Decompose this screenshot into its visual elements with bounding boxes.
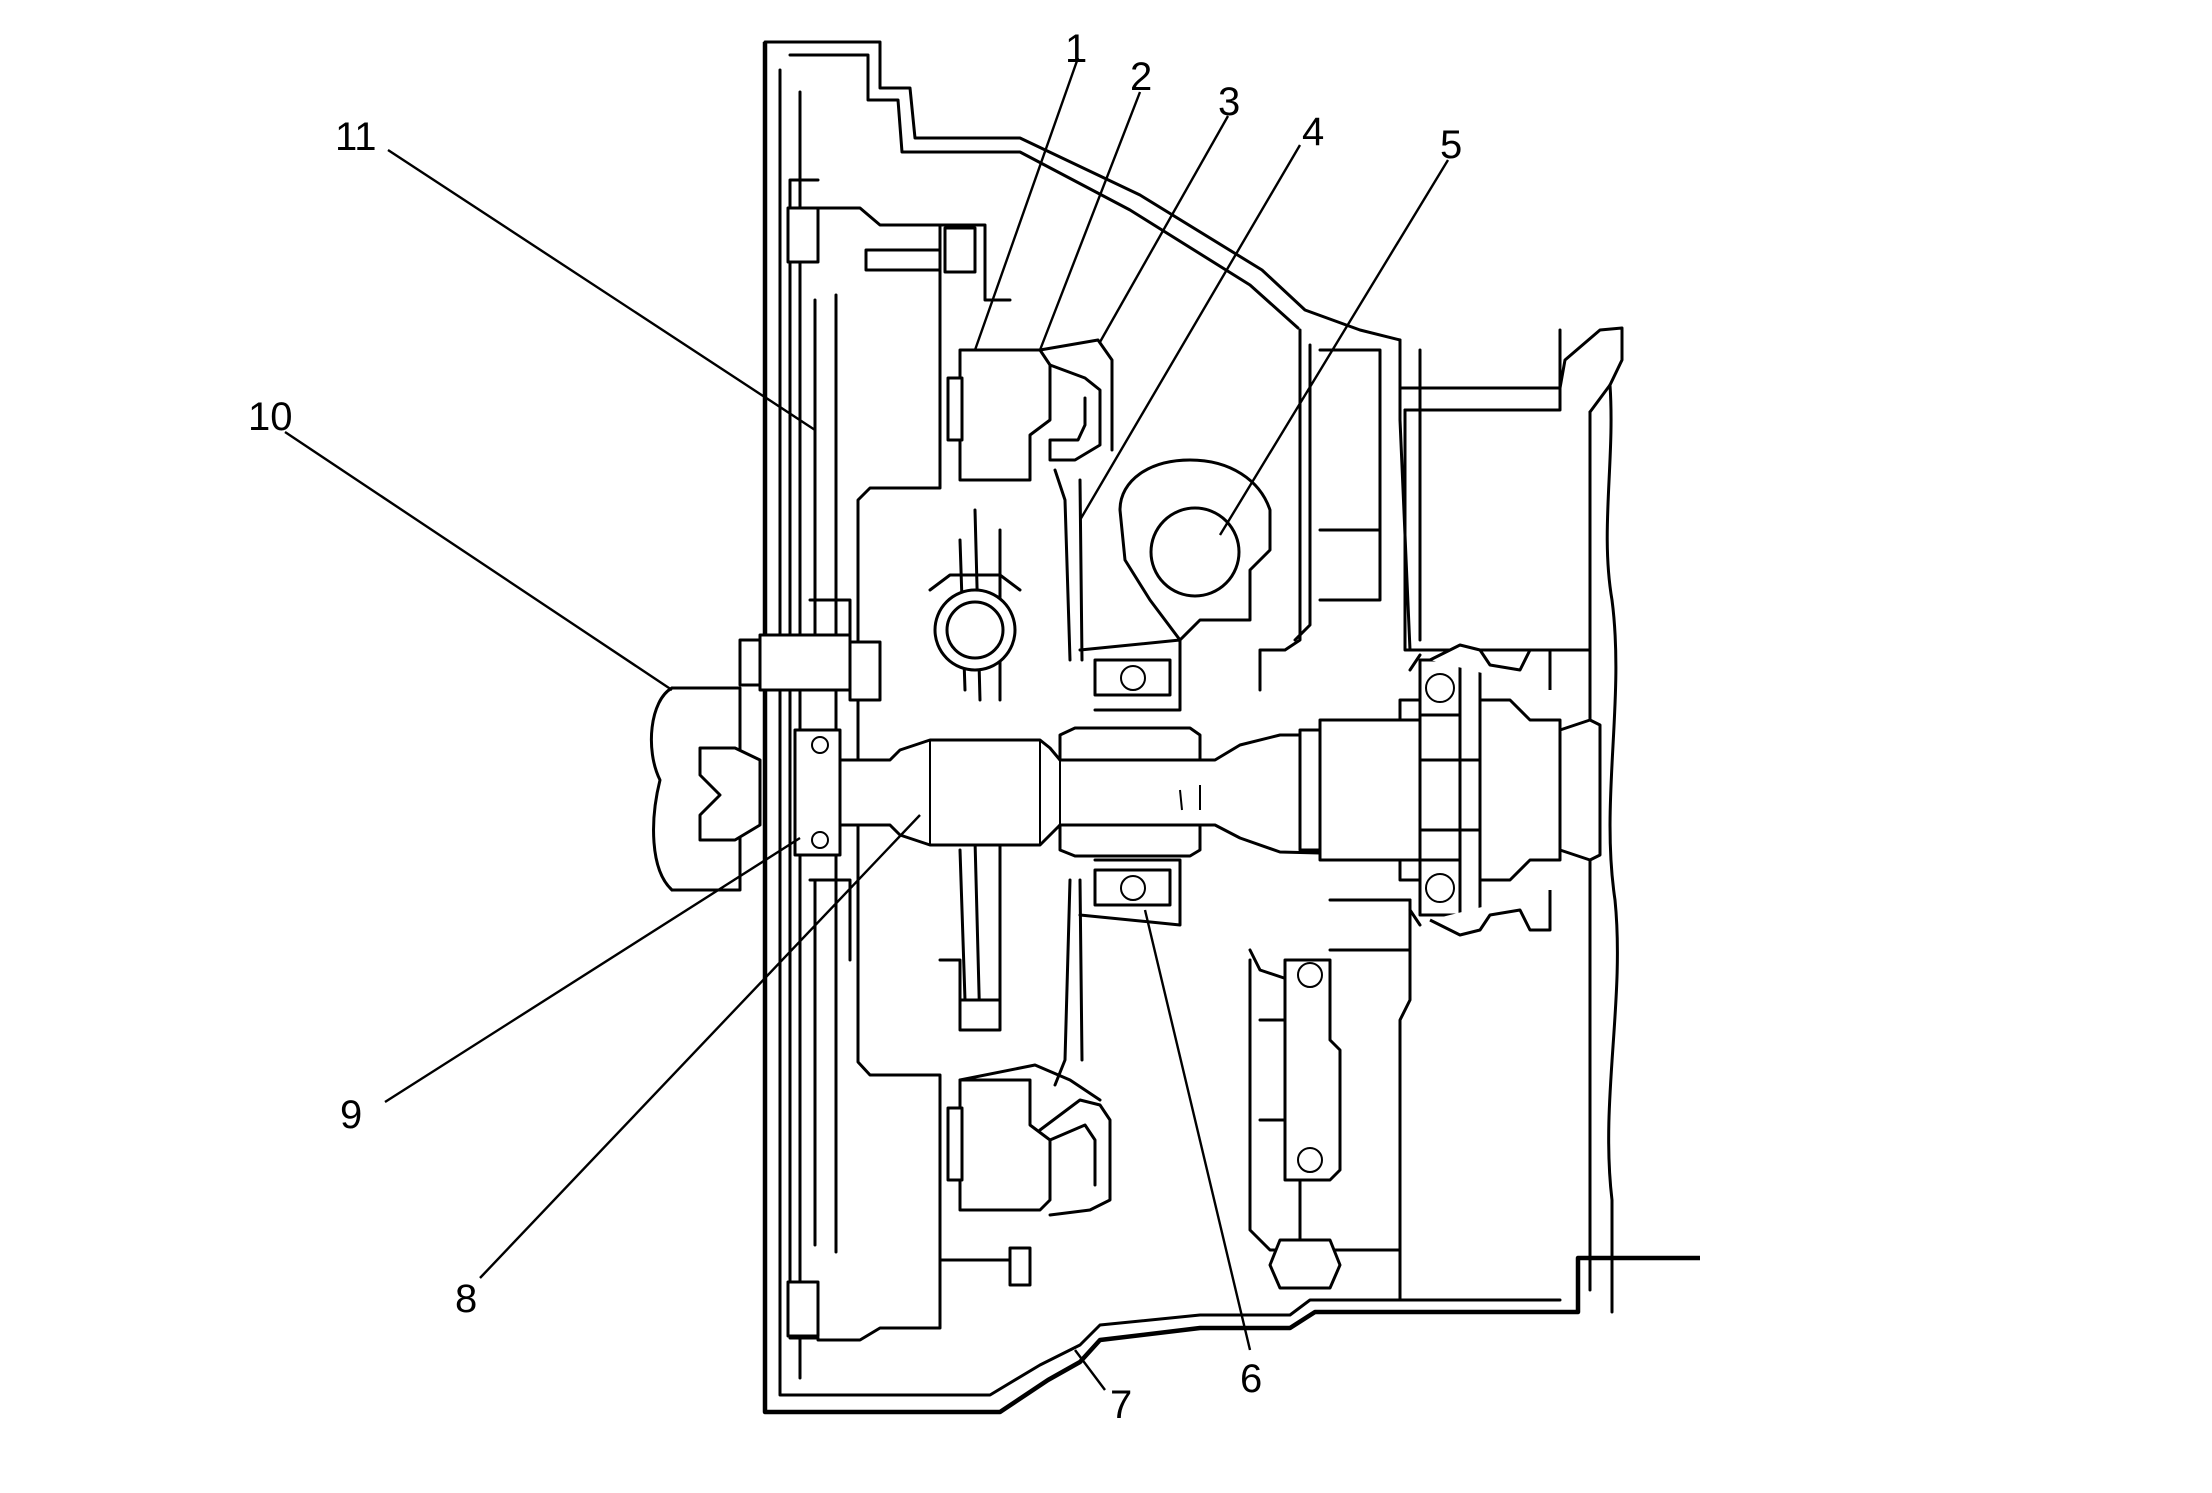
release-fork-pivot <box>1118 458 1272 642</box>
clutch-disc <box>928 508 1022 1032</box>
callout-8: 8 <box>455 1277 477 1321</box>
leader-8 <box>479 814 921 1279</box>
callout-5: 5 <box>1440 123 1462 167</box>
input-shaft <box>793 726 1402 858</box>
callout-11: 11 <box>335 115 377 159</box>
leader-7 <box>1074 1349 1106 1391</box>
leader-4 <box>1078 144 1302 521</box>
callout-9: 9 <box>340 1093 362 1137</box>
leader-11 <box>387 148 816 432</box>
callout-4: 4 <box>1302 110 1324 154</box>
release-bearing <box>1078 638 1182 927</box>
crankshaft <box>649 633 882 892</box>
leader-10 <box>284 431 673 691</box>
callout-6: 6 <box>1240 1357 1262 1401</box>
leader-9 <box>384 836 801 1104</box>
leader-lines <box>284 57 1450 1391</box>
callout-3: 3 <box>1218 80 1240 124</box>
callout-2: 2 <box>1130 55 1152 99</box>
callout-7: 7 <box>1110 1383 1132 1427</box>
leader-3 <box>1098 115 1230 343</box>
leader-2 <box>1038 91 1142 351</box>
leader-5 <box>1218 159 1450 536</box>
callout-1: 1 <box>1065 27 1087 71</box>
output-bearings <box>1258 643 1602 1290</box>
leader-6 <box>1143 909 1252 1351</box>
diaphragm-spring <box>1038 338 1114 1217</box>
pressure-plate <box>864 223 1102 1287</box>
callout-labels: 1 2 3 4 5 6 7 8 9 10 11 <box>248 27 1462 1427</box>
leader-1 <box>973 57 1080 351</box>
callout-10: 10 <box>248 395 293 439</box>
